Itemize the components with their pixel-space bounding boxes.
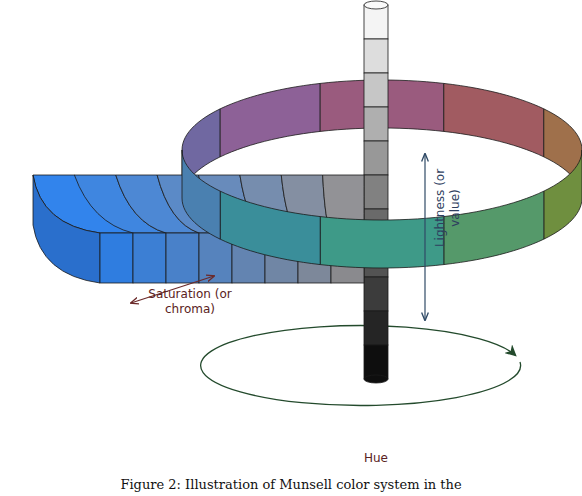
value-step <box>364 277 388 311</box>
value-step <box>364 5 388 39</box>
value-step <box>364 39 388 73</box>
column-top <box>364 1 388 9</box>
axis-label: Saturation (or chroma) <box>135 287 245 317</box>
column-base <box>364 375 388 383</box>
hue-arrow <box>201 326 521 406</box>
chroma-step-front <box>100 233 133 283</box>
axis-label-vertical: Lightness (or value) <box>433 165 463 251</box>
value-step <box>364 345 388 379</box>
hue-segment <box>220 83 320 156</box>
chroma-step-front <box>166 233 199 283</box>
axis-label: Hue <box>346 451 406 466</box>
hue-segment <box>444 83 544 156</box>
hue-segment <box>544 150 582 239</box>
value-step <box>364 107 388 141</box>
chroma-side <box>33 175 100 283</box>
hue-segment <box>220 191 320 264</box>
figure-caption: Figure 2: Illustration of Munsell color … <box>6 477 576 493</box>
value-step <box>364 141 388 175</box>
hue-ring-front <box>182 150 582 268</box>
lightness-column <box>364 1 388 383</box>
value-step <box>364 175 388 209</box>
lightness-arrow <box>424 154 425 320</box>
value-step <box>364 73 388 107</box>
hue-segment <box>182 150 220 239</box>
value-step <box>364 311 388 345</box>
chroma-step-front <box>133 233 166 283</box>
